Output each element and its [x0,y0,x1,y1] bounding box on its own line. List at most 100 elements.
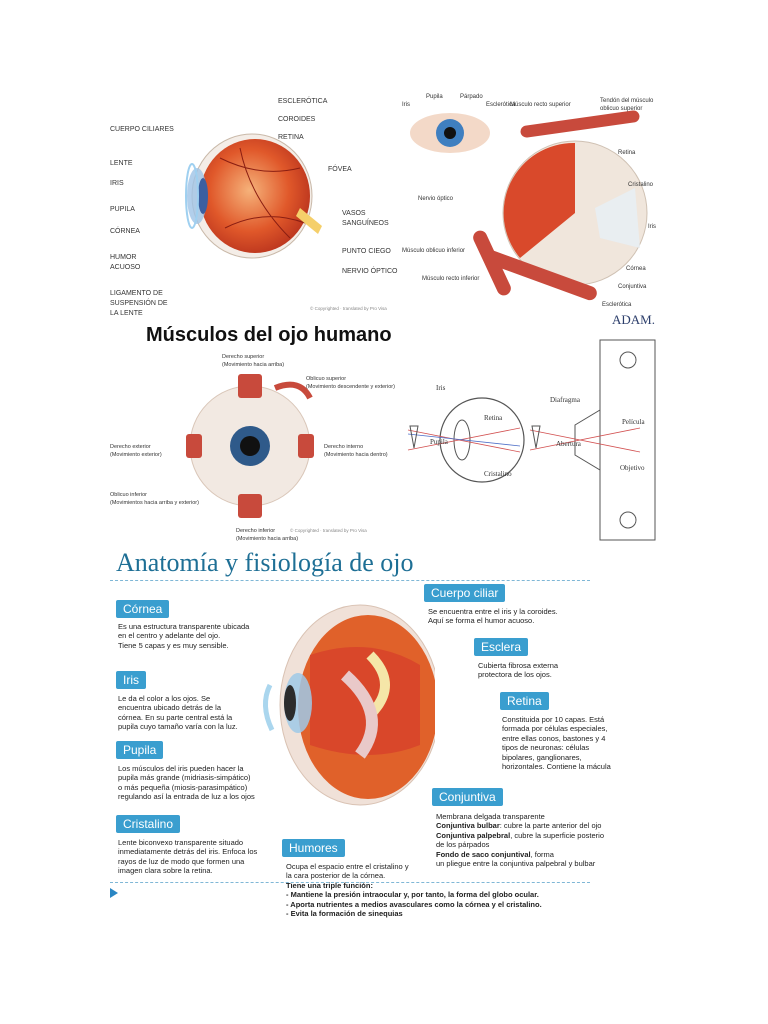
desc-iris: Le da el color a los ojos. Se encuentra … [118,694,278,732]
label-nervio-optico-right: Nervio óptico [418,196,454,202]
conjuntiva-bulbar-term: Conjuntiva bulbar [436,821,500,831]
desc-iris-line-4: pupila cuyo tamaño varía con la luz. [118,722,238,732]
desc-humores-bold-1: Tiene una triple función: [286,880,373,890]
desc-esclera-line-1: Cubierta fibrosa externa [478,661,559,670]
label-optics-pelicula: Película [622,418,645,426]
label-fovea: FÓVEA [328,166,352,173]
label-pupila: PUPILA [110,206,135,213]
desc-cristalino-line-2: inmediatamente detrás del iris. Enfoca l… [118,847,258,857]
label-derecho-superior: Derecho superior [222,354,265,360]
label-optics-pupila: Pupila [430,438,448,446]
label-derecho-exterior: Derecho exterior [110,444,151,450]
desc-pupila-line-2: pupila más grande (midriasis-simpático) [118,773,251,783]
label-optics-abertura: Abertura [556,440,581,448]
desc-retina-line-1: Constituida por 10 capas. Está [502,715,605,724]
eyeball-front-illustration [186,374,314,518]
label-iris-right: Iris [648,224,656,230]
badge-cuerpo-ciliar: Cuerpo ciliar [424,584,506,602]
badge-iris: Iris [116,671,146,689]
label-derecho-inferior-mov: (Movimiento hacia arriba) [236,536,299,542]
desc-retina-line-2: formada por células especiales, [502,724,608,734]
label-ligamento-1: LIGAMENTO DE [110,290,163,297]
label-esclerotica-bottom: Esclerótica [602,302,632,308]
copyright-credit-2: © Copyrighted · translated by Pro Visa [290,528,367,533]
label-oblicuo-superior-mov: (Movimiento descendente y exterior) [306,384,395,390]
desc-conjuntiva-line-5: Fondo de saco conjuntival, forma [436,850,636,859]
fondo-saco-text: , forma [530,849,554,859]
badge-cornea: Córnea [116,600,170,618]
label-cornea-right: Córnea [626,266,646,272]
desc-cornea: Es una estructura transparente ubicada e… [118,622,278,650]
label-cornea: CÓRNEA [110,228,140,235]
desc-cristalino-line-4: imagen clara sobre la retina. [118,866,213,876]
label-pupila-top: Pupila [426,94,443,100]
label-optics-retina: Retina [484,414,503,422]
eyeball-muscles-illustration [410,110,648,301]
human-eye-muscles-panel: Músculos del ojo humano Derecho superior… [100,318,400,550]
label-punto-ciego: PUNTO CIEGO [342,248,391,255]
central-eye-illustration [263,604,435,806]
desc-cristalino-line-1: Lente biconvexo transparente situado [118,838,244,847]
desc-cornea-line-2: en el centro y adelante del ojo. [118,631,221,641]
label-optics-cristalino: Cristalino [484,470,512,478]
desc-esclera-line-2: protectora de los ojos. [478,670,552,680]
desc-conjuntiva: Membrana delgada transparente Conjuntiva… [436,812,636,868]
desc-conjuntiva-line-6: un pliegue entre la conjuntiva palpebral… [436,858,596,868]
desc-pupila-line-3: o más pequeña (miosis-parasimpático) [118,782,248,792]
desc-iris-line-2: encuentra ubicado detrás de la [118,703,221,713]
bottom-divider [110,882,590,883]
desc-cornea-line-1: Es una estructura transparente ubicada [118,622,250,631]
desc-conjuntiva-line-3: Conjuntiva palpebral, cubre la superfici… [436,831,636,840]
optics-diagram [407,339,656,541]
badge-pupila: Pupila [116,741,164,759]
eye-anatomy-panel: ESCLERÓTICA COROIDES RETINA CUERPO CILIA… [100,88,400,328]
desc-cuerpo-ciliar: Se encuentra entre el iris y la coroides… [428,607,598,626]
badge-retina: Retina [500,692,549,710]
badge-cristalino: Cristalino [116,815,181,833]
label-derecho-exterior-mov: (Movimiento exterior) [110,452,162,458]
desc-cornea-line-3: Tiene 5 capas y es muy sensible. [118,640,229,650]
desc-pupila: Los músculos del iris pueden hacer la pu… [118,764,288,802]
label-tendon-1: Tendón del músculo [600,98,654,104]
label-optics-diafragma: Diafragma [550,396,580,404]
label-esclerotica: ESCLERÓTICA [278,98,328,105]
label-iris: IRIS [110,180,124,187]
desc-conjuntiva-line-1: Membrana delgada transparente [436,812,545,821]
label-musculo-recto-inferior: Músculo recto inferior [422,276,480,282]
label-nervio-optico: NERVIO ÓPTICO [342,268,398,275]
desc-conjuntiva-line-4: de los párpados [436,840,490,850]
label-esclerotica-top: Esclerótica [486,102,516,108]
label-musculo-oblicuo-inferior: Músculo oblicuo inferior [402,248,466,254]
label-vasos-2: SANGUÍNEOS [342,220,389,227]
label-humor-1: HUMOR [110,254,137,261]
badge-humores: Humores [282,839,345,857]
label-derecho-interno: Derecho interno [324,444,364,450]
eye-camera-comparison-panel: Iris Retina Pupila Cristalino Diafragma … [400,330,665,545]
label-conjuntiva-right: Conjuntiva [618,284,647,290]
desc-pupila-line-1: Los músculos del iris pueden hacer la [118,764,244,773]
desc-cuerpo-ciliar-line-1: Se encuentra entre el iris y la coroides… [428,607,558,616]
desc-pupila-line-4: regulando así la entrada de luz a los oj… [118,792,255,802]
label-optics-iris: Iris [436,384,446,392]
conjuntiva-bulbar-text: : cubre la parte anterior del ojo [499,821,602,831]
copyright-credit: © Copyrighted · translated by Pro Visa [310,306,387,311]
desc-retina-line-6: horizontales. Contiene la mácula [502,761,611,771]
desc-cristalino-line-3: rayos de luz de modo que formen una [118,856,245,866]
label-lente: LENTE [110,160,133,167]
label-iris-top: Iris [402,102,410,108]
label-oblicuo-inferior: Oblicuo inferior [110,492,147,498]
desc-humores-bold-3: - Aporta nutrientes a medios avasculares… [286,899,542,909]
badge-esclera: Esclera [474,638,529,656]
label-tendon-2: oblicuo superior [600,106,643,112]
label-vasos-1: VASOS [342,210,366,217]
label-ligamento-3: LA LENTE [110,310,143,317]
label-ligamento-2: SUSPENSIÓN DE [110,300,168,307]
desc-humores-line-1: Ocupa el espacio entre el cristalino y [286,862,409,871]
label-parpado: Párpado [460,94,483,100]
label-derecho-superior-mov: (Movimiento hacia arriba) [222,362,285,368]
label-derecho-inferior: Derecho inferior [236,528,276,534]
desc-iris-line-1: Le da el color a los ojos. Se [118,694,211,703]
conjuntiva-palpebral-term: Conjuntiva palpebral [436,830,511,840]
badge-conjuntiva: Conjuntiva [432,788,503,806]
label-oblicuo-inferior-mov: (Movimientos hacia arriba y exterior) [110,500,199,506]
